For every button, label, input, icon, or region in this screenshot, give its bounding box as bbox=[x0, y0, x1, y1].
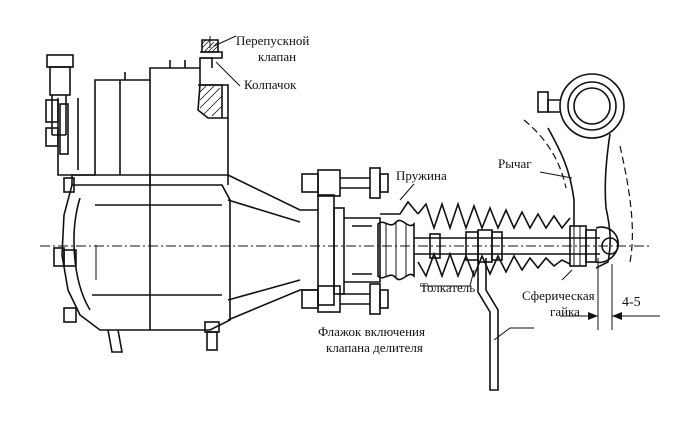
label-lever: Рычаг bbox=[498, 156, 532, 171]
lever-assembly bbox=[523, 73, 633, 269]
label-flag-line2: клапана делителя bbox=[326, 340, 423, 355]
label-bypass-valve-line2: клапан bbox=[258, 49, 296, 64]
label-flag-line1: Флажок включения bbox=[318, 324, 425, 339]
flange-assembly bbox=[301, 167, 389, 315]
gap-dimension bbox=[560, 258, 660, 330]
label-spherical-nut-line1: Сферическая bbox=[522, 288, 595, 303]
label-spring: Пружина bbox=[396, 168, 447, 183]
label-spherical-nut-line2: гайка bbox=[550, 304, 580, 319]
rubber-boot bbox=[377, 219, 415, 281]
label-cap: Колпачок bbox=[244, 77, 297, 92]
spring bbox=[380, 200, 571, 279]
divider-valve-flag bbox=[477, 258, 499, 391]
label-dimension: 4-5 bbox=[622, 295, 641, 310]
gearbox-housing bbox=[45, 54, 231, 353]
label-bypass-valve-line1: Перепускной bbox=[236, 33, 309, 48]
bypass-valve-assembly bbox=[197, 36, 228, 119]
cone-transition bbox=[227, 174, 318, 321]
leader-lines bbox=[213, 35, 573, 341]
label-pusher: Толкатель bbox=[420, 280, 475, 295]
pusher-rod bbox=[414, 225, 600, 267]
